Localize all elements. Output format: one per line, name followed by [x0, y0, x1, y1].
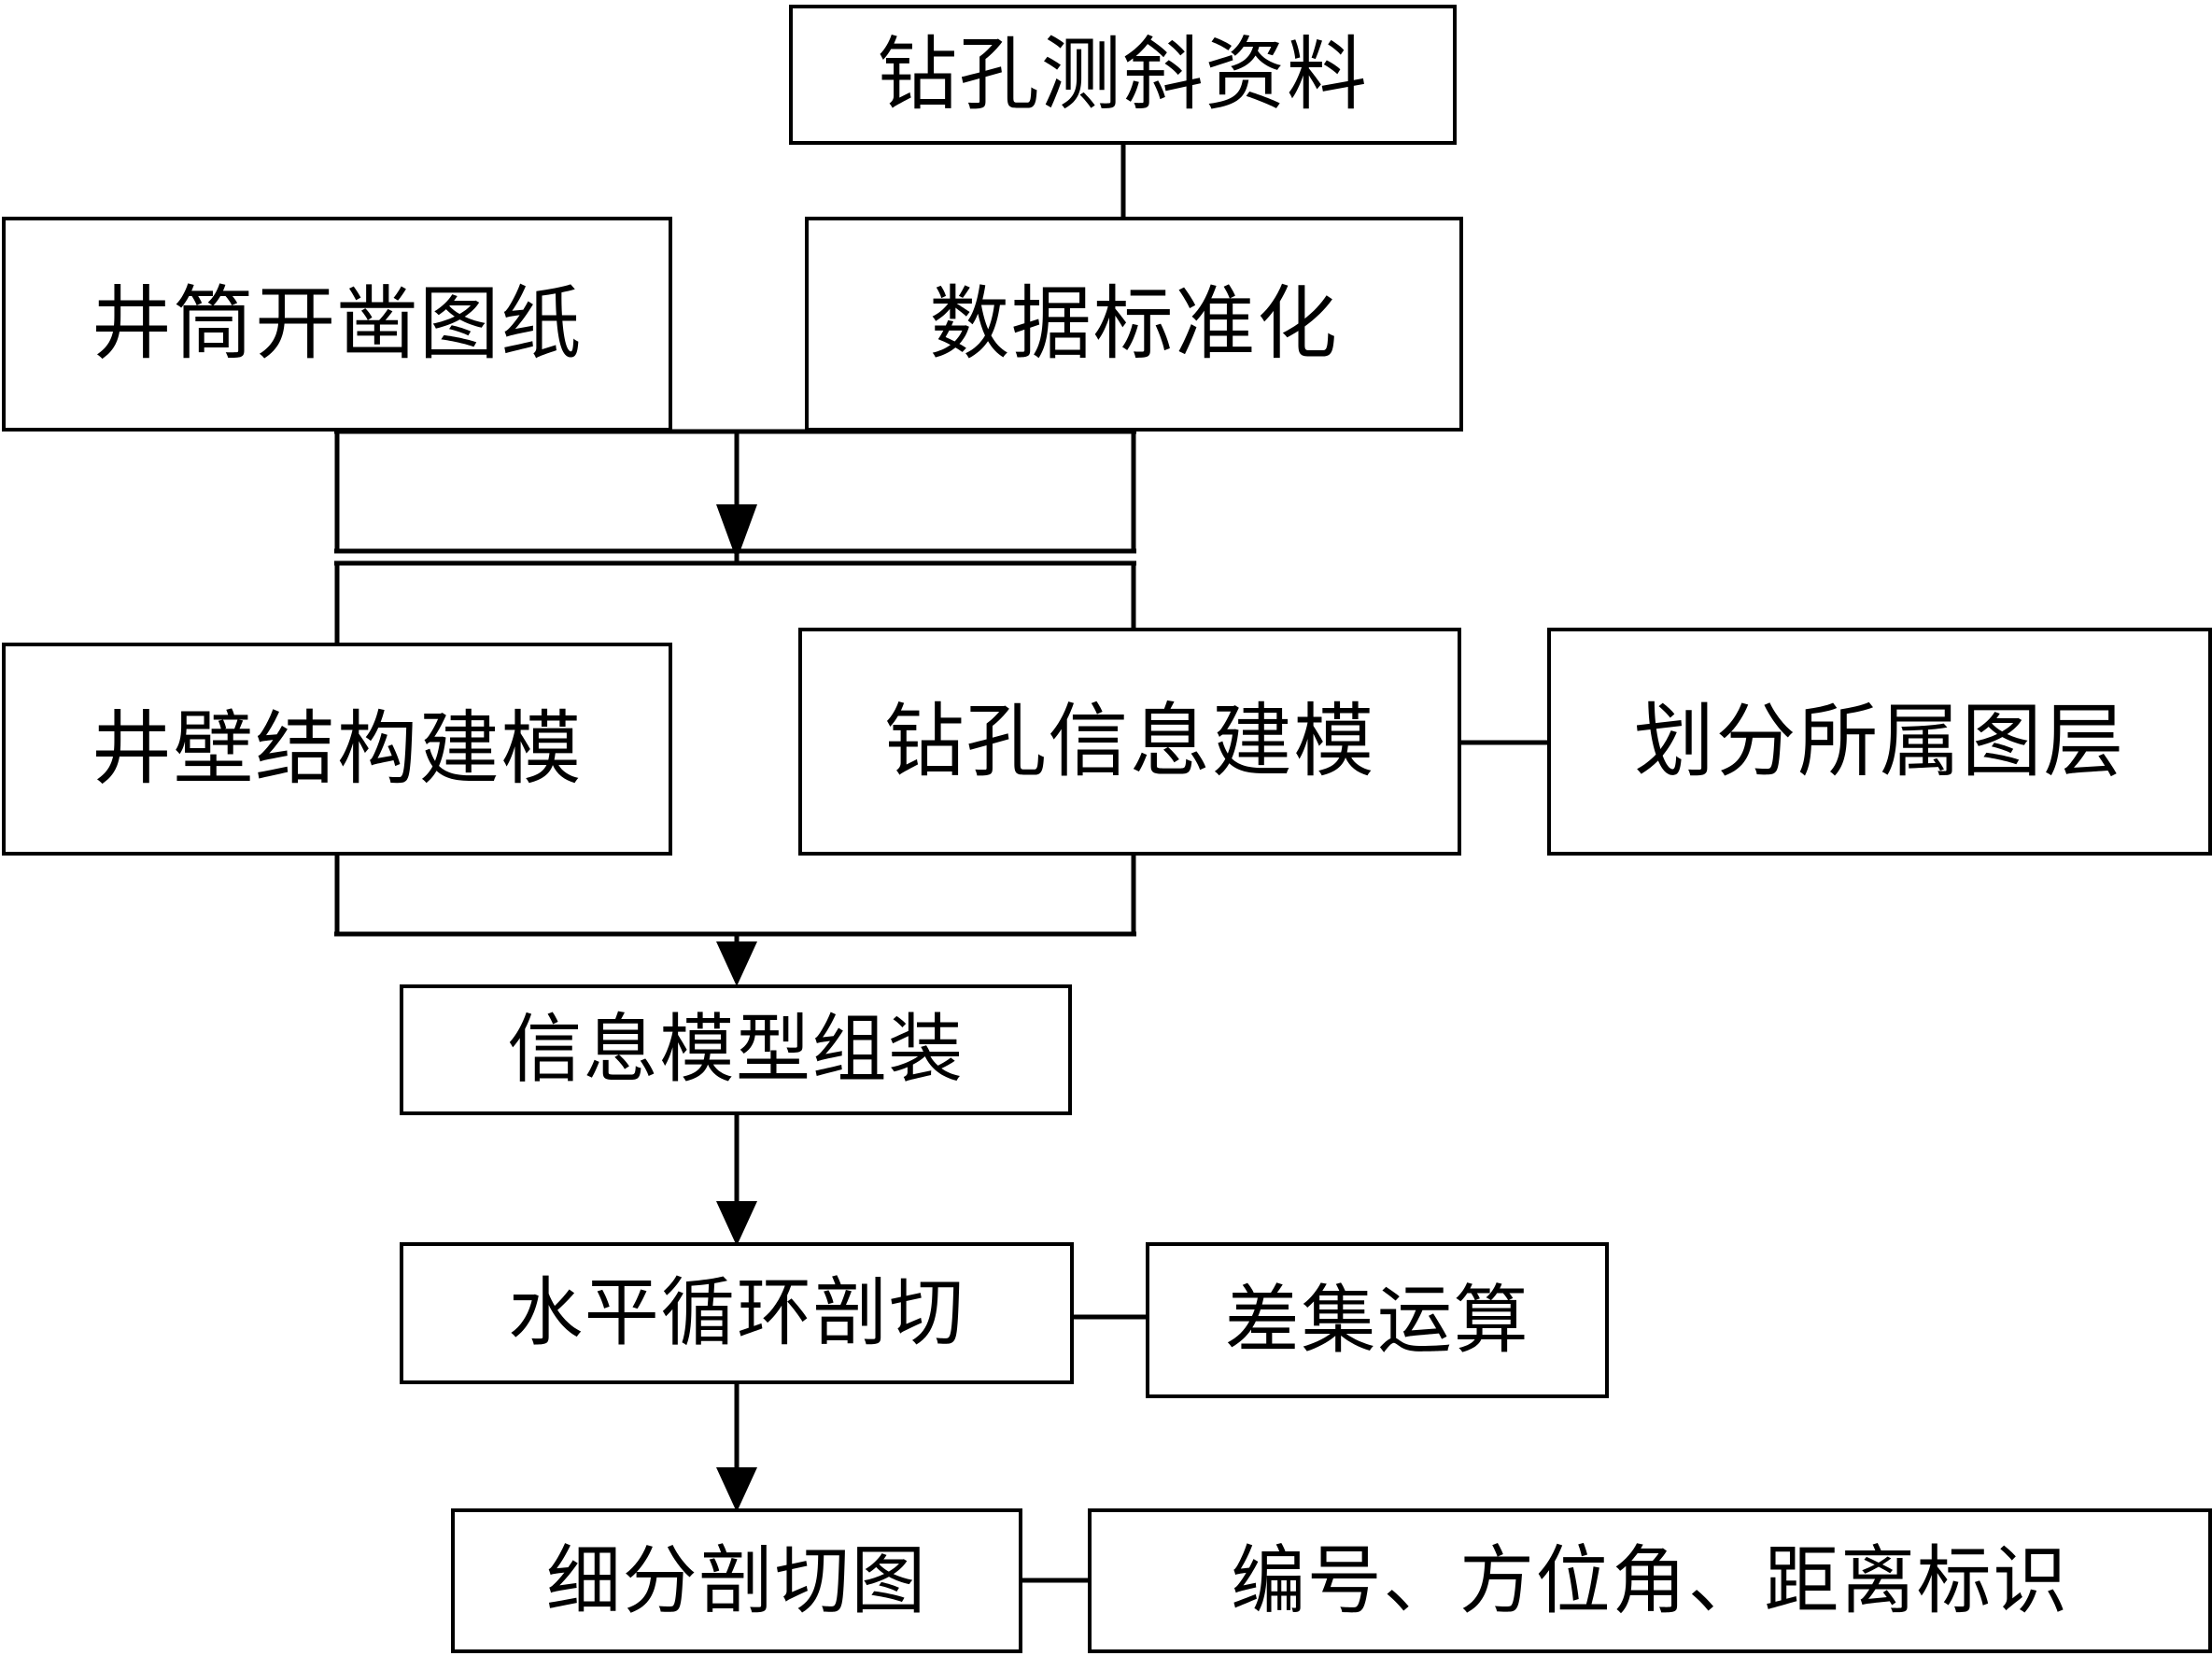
node-label: 信息模型组装	[507, 1006, 965, 1093]
node-information-model-assembly[interactable]: 信息模型组装	[400, 984, 1072, 1115]
node-number-azimuth-distance-labels[interactable]: 编号、方位角、距离标识	[1088, 1508, 2212, 1653]
node-label: 井筒开凿图纸	[91, 277, 584, 371]
node-subdivided-section-drawing[interactable]: 细分剖切图	[451, 1508, 1022, 1653]
node-label: 划分所属图层	[1633, 695, 2126, 788]
merge-arrowhead-2	[716, 941, 757, 986]
node-shaft-wall-structure-modeling[interactable]: 井壁结构建模	[2, 643, 672, 856]
node-difference-set-operation[interactable]: 差集运算	[1146, 1242, 1609, 1398]
edge-assembly-to-sectioning-arrowhead	[716, 1201, 757, 1246]
node-label: 水平循环剖切	[508, 1269, 965, 1356]
node-label: 钻孔信息建模	[883, 695, 1376, 788]
node-shaft-excavation-drawings[interactable]: 井筒开凿图纸	[2, 217, 672, 432]
merge-arrowhead-1	[716, 504, 757, 560]
edge-sectioning-to-subdivided-arrowhead	[716, 1467, 757, 1512]
node-borehole-survey-data[interactable]: 钻孔测斜资料	[789, 5, 1457, 145]
node-horizontal-cyclic-sectioning[interactable]: 水平循环剖切	[400, 1242, 1074, 1384]
node-label: 细分剖切图	[546, 1536, 927, 1624]
node-label: 差集运算	[1224, 1276, 1530, 1364]
node-data-standardization[interactable]: 数据标准化	[805, 217, 1463, 432]
node-assign-layers[interactable]: 划分所属图层	[1547, 628, 2212, 856]
node-label: 数据标准化	[929, 277, 1339, 371]
node-label: 编号、方位角、距离标识	[1231, 1536, 2069, 1624]
node-borehole-information-modeling[interactable]: 钻孔信息建模	[798, 628, 1461, 856]
node-label: 钻孔测斜资料	[877, 28, 1369, 121]
node-label: 井壁结构建模	[91, 702, 584, 796]
